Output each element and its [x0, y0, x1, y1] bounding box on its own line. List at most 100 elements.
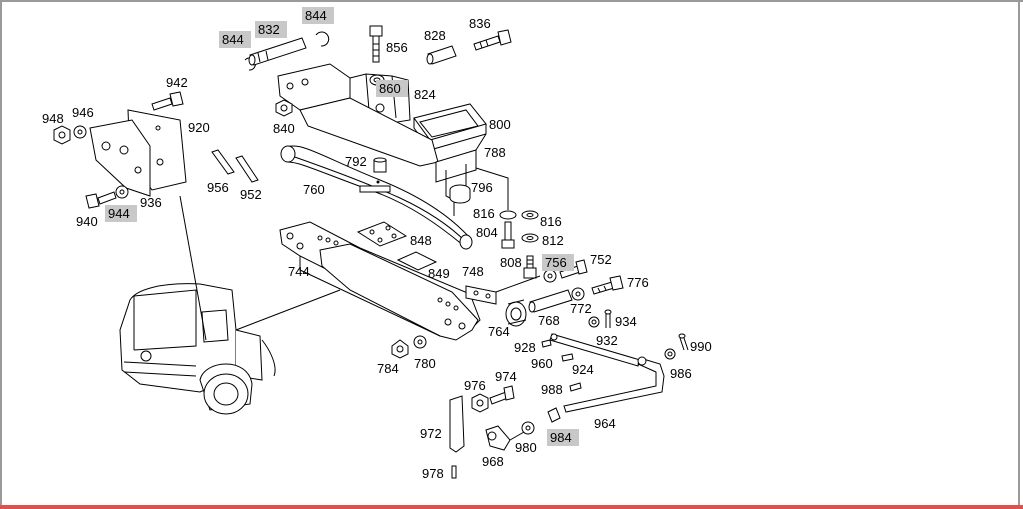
callout-highlight — [255, 21, 287, 38]
callout-highlight — [376, 80, 408, 97]
washer-932 — [588, 316, 600, 328]
callout-960: 960 — [531, 356, 553, 371]
callout-849: 849 — [428, 266, 450, 281]
part-number-label: 780 — [414, 356, 436, 371]
callout-932: 932 — [596, 333, 618, 348]
part-number-label: 772 — [570, 301, 592, 316]
callout-788: 788 — [484, 145, 506, 160]
part-number-label: 768 — [538, 313, 560, 328]
part-number-label: 968 — [482, 454, 504, 469]
part-number-label: 936 — [140, 195, 162, 210]
part-number-label: 944 — [108, 206, 130, 221]
callout-756: 756 — [542, 254, 574, 271]
bolt-974 — [489, 385, 515, 405]
callout-764: 764 — [488, 324, 510, 339]
part-number-label: 760 — [303, 182, 325, 197]
part-number-label: 849 — [428, 266, 450, 281]
part-number-label: 942 — [166, 75, 188, 90]
plate-848 — [356, 221, 408, 247]
part-number-label: 848 — [410, 233, 432, 248]
part-number-label: 972 — [420, 426, 442, 441]
part-number-label: 764 — [488, 324, 510, 339]
key-956 — [211, 149, 235, 175]
callout-928: 928 — [514, 340, 536, 355]
callout-844b: 844 — [302, 7, 334, 24]
callout-956: 956 — [207, 180, 229, 195]
part-number-label: 856 — [386, 40, 408, 55]
part-number-label: 800 — [489, 117, 511, 132]
washer-980 — [521, 421, 535, 435]
frame-left-border — [0, 0, 2, 509]
part-number-label: 978 — [422, 466, 444, 481]
part-number-label: 816 — [473, 206, 495, 221]
part-number-label: 948 — [42, 111, 64, 126]
part-number-label: 984 — [550, 430, 572, 445]
callout-968: 968 — [482, 454, 504, 469]
callout-860: 860 — [376, 80, 408, 97]
part-number-label: 986 — [670, 366, 692, 381]
frame-right-border — [1018, 0, 1020, 509]
callout-920: 920 — [188, 120, 210, 135]
callout-940: 940 — [76, 214, 98, 229]
pin-988 — [569, 382, 582, 392]
part-number-label: 744 — [288, 264, 310, 279]
callout-776: 776 — [627, 275, 649, 290]
callout-highlight — [542, 254, 574, 271]
part-number-label: 812 — [542, 233, 564, 248]
nut-784 — [391, 339, 409, 359]
callout-highlight — [547, 429, 579, 446]
callout-988: 988 — [541, 382, 563, 397]
upper-frame-rail — [277, 63, 487, 183]
callout-980: 980 — [515, 440, 537, 455]
callout-974: 974 — [495, 369, 517, 384]
pin-978 — [451, 465, 457, 479]
part-number-label: 784 — [377, 361, 399, 376]
part-number-label: 920 — [188, 120, 210, 135]
callout-792: 792 — [345, 154, 367, 169]
callout-924: 924 — [572, 362, 594, 377]
part-number-label: 940 — [76, 214, 98, 229]
callout-972: 972 — [420, 426, 442, 441]
callout-780: 780 — [414, 356, 436, 371]
callout-784: 784 — [377, 361, 399, 376]
part-number-label: 952 — [240, 187, 262, 202]
spacer-792 — [373, 157, 387, 173]
callout-760: 760 — [303, 182, 325, 197]
callout-946: 946 — [72, 105, 94, 120]
link-rod — [549, 333, 641, 367]
part-number-label: 980 — [515, 440, 537, 455]
part-number-label: 964 — [594, 416, 616, 431]
pin-832 — [248, 37, 307, 66]
washer-936 — [115, 185, 129, 199]
part-number-label: 756 — [545, 255, 567, 270]
callout-840: 840 — [273, 121, 295, 136]
washer-772 — [571, 287, 585, 301]
part-number-label: 776 — [627, 275, 649, 290]
bracket-968 — [485, 425, 525, 451]
bolt-940 — [85, 191, 117, 209]
callout-986: 986 — [670, 366, 692, 381]
truck-illustration — [119, 195, 341, 415]
callout-768: 768 — [538, 313, 560, 328]
circlip-844-right — [315, 31, 330, 47]
callout-828: 828 — [424, 28, 446, 43]
rubber-buffer-796 — [449, 184, 471, 204]
bolt-752 — [559, 259, 588, 279]
callout-978: 978 — [422, 466, 444, 481]
part-number-label: 844 — [305, 8, 327, 23]
stabilizer-rod-964 — [563, 356, 665, 413]
part-number-label: 828 — [424, 28, 446, 43]
callout-772: 772 — [570, 301, 592, 316]
nut-948 — [53, 125, 71, 145]
part-number-label: 788 — [484, 145, 506, 160]
part-number-label: 804 — [476, 225, 498, 240]
washer-780 — [413, 335, 427, 349]
callout-highlight — [105, 205, 137, 222]
part-number-label: 976 — [464, 378, 486, 393]
buffer-972 — [449, 395, 465, 453]
callout-936: 936 — [140, 195, 162, 210]
callout-990: 990 — [690, 339, 712, 354]
part-number-label: 844 — [222, 32, 244, 47]
callout-856: 856 — [386, 40, 408, 55]
callout-highlight — [219, 31, 251, 48]
